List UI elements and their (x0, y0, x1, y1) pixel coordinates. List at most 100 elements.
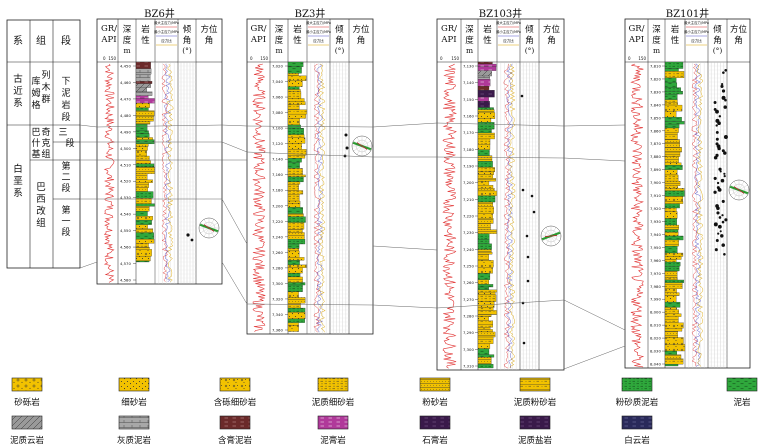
lithology-bed (477, 316, 489, 321)
azimuth-header: 方位 (352, 24, 370, 35)
depth-tick-label: 7,250 (463, 264, 474, 269)
lithology-bed (664, 301, 681, 308)
lithology-bed (287, 190, 304, 195)
correlation-lines (79, 122, 626, 370)
correlation-line (79, 122, 626, 128)
section-second-char: 二 (61, 173, 70, 183)
depth-tick-label: 4,450 (120, 64, 131, 69)
lithology-bed (477, 239, 490, 244)
depth-tick-label: 7,990 (650, 297, 661, 302)
dip-header: 倾 (713, 24, 722, 35)
lithology-bed (135, 146, 148, 151)
group-char: 基 (31, 148, 40, 160)
gr-curve (630, 63, 645, 368)
lithology-bed (135, 243, 149, 248)
gr-curve (252, 63, 266, 332)
depth-tick-label: 7,950 (650, 245, 661, 250)
lithology-bed (664, 127, 679, 133)
depth-tick-label: 4,570 (120, 261, 131, 266)
dip-point (722, 71, 725, 74)
depth-tick-label: 4,470 (120, 96, 131, 101)
lithology-bed (287, 203, 301, 208)
rose-petal (544, 234, 558, 238)
dip-point (526, 255, 530, 259)
rose-spoke (203, 227, 210, 237)
legend-swatch (219, 415, 251, 430)
lithology-bed (664, 203, 680, 209)
lithology-bed (664, 99, 678, 103)
lithology-bed (477, 307, 494, 311)
stress-curve (691, 63, 699, 367)
group-char: 组 (41, 148, 50, 160)
lithology-bed (287, 232, 305, 240)
stress-curve (503, 63, 511, 369)
depth-tick-label: 7,020 (272, 64, 283, 69)
dip-point (717, 188, 722, 192)
rose-spoke (356, 145, 363, 155)
lithology-bed (477, 190, 497, 196)
dip-point (186, 233, 190, 237)
gr-scale-min: 0 (250, 56, 253, 61)
dip-track (520, 61, 539, 370)
depth-header: 度 (275, 35, 284, 46)
stress-curve (164, 63, 172, 282)
bz3-dip-points (343, 133, 349, 158)
lithology-bed (477, 331, 496, 338)
bz103-rose-diagram (540, 225, 562, 247)
dip-track (330, 61, 349, 334)
lithology-bed (664, 190, 685, 197)
lithology-bed (664, 288, 677, 293)
lithology-bed (477, 213, 493, 219)
lithology-bed (477, 310, 497, 315)
well-title: BZ103井 (479, 7, 522, 20)
dip-point (526, 279, 530, 283)
rose-spoke (545, 227, 552, 237)
lithology-bed (135, 179, 153, 183)
gr-scale-max: 150 (108, 56, 116, 61)
lithology-bed (477, 343, 491, 349)
depth-tick-label: 7,320 (272, 296, 283, 301)
lithology-bed (477, 155, 493, 162)
depth-tick-label: 4,510 (120, 162, 131, 167)
lithology-bed (477, 122, 495, 130)
gr-scale-min: 0 (103, 56, 106, 61)
section-second-char: 段 (61, 182, 70, 194)
bz6-rose-diagram (198, 217, 220, 239)
section-first-char: 一 (61, 217, 70, 227)
lithology-bed (477, 320, 494, 328)
lithology-bed (664, 94, 678, 100)
depth-tick-label: 7,890 (650, 167, 661, 172)
lithology-bed (477, 267, 493, 274)
lithology-bed (477, 70, 492, 77)
lithology-bed (135, 191, 154, 199)
dip-header-unit: (°) (525, 46, 535, 55)
lithology-track (477, 61, 498, 369)
lithology-bed (664, 132, 678, 140)
rose-spoke (200, 227, 210, 234)
lithology-bed (664, 121, 685, 125)
depth-header-unit: m (123, 46, 130, 55)
lithology-bed (287, 89, 301, 92)
lithology-bed (287, 307, 306, 313)
lithology-bed (664, 344, 686, 352)
system-paleogene-char: 古 (13, 73, 23, 85)
lithology-bed (664, 277, 678, 281)
section-second: 第二段 (61, 160, 70, 194)
gr-scale-min: 0 (440, 56, 443, 61)
lithology-bed (287, 243, 300, 249)
lithology-bed (664, 224, 679, 230)
lithology-bed (477, 188, 495, 192)
legend-item: 泥质盐岩 (518, 415, 552, 446)
gr-scale-max: 150 (451, 56, 459, 61)
group-baxigai-char: 组 (36, 217, 46, 229)
rose-spoke (208, 219, 215, 229)
rose-spoke (550, 235, 557, 245)
lithology-bed (664, 185, 679, 189)
stress-min-header: 最小主应力/MPa (496, 29, 521, 34)
strat-header-section: 段 (61, 34, 71, 47)
lithology-bed (287, 86, 300, 90)
dip-point (723, 135, 728, 139)
dip-point (718, 216, 722, 219)
